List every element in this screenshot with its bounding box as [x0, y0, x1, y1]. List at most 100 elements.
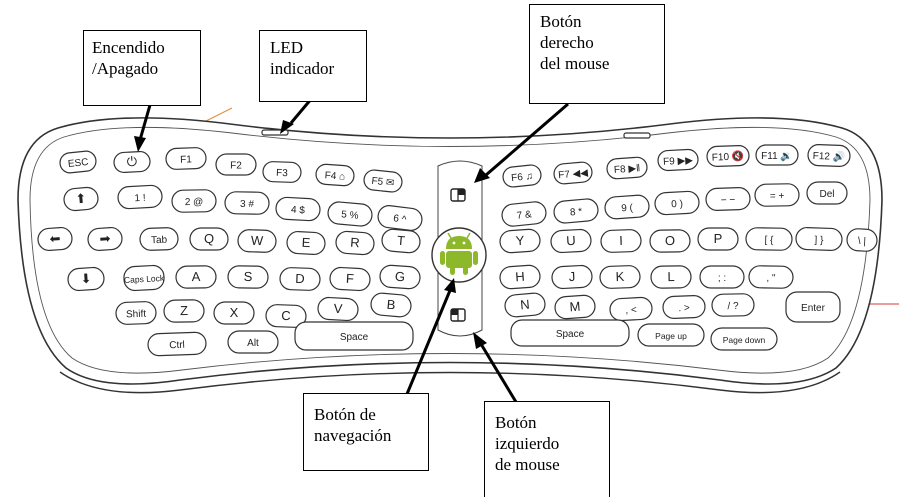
key-cap[interactable] [237, 229, 277, 253]
key-m[interactable]: M [554, 294, 596, 320]
key-cap[interactable] [123, 264, 165, 292]
key-cap[interactable] [286, 230, 326, 256]
key-cap[interactable] [637, 323, 705, 347]
key-k1[interactable]: 1 ! [117, 184, 163, 210]
key-cap[interactable] [381, 228, 421, 254]
key-cap[interactable] [59, 150, 97, 174]
key-k2[interactable]: 2 @ [171, 189, 217, 213]
key-cap[interactable] [806, 181, 848, 205]
key-f6[interactable]: F6 ♫ [502, 164, 542, 188]
key-caps[interactable]: Caps Lock [123, 264, 165, 292]
key-cap[interactable] [846, 228, 878, 252]
key-b[interactable]: B [370, 292, 412, 318]
key-f9[interactable]: F9 ▶▶ [657, 148, 699, 172]
key-power[interactable]: ⏻ [113, 150, 151, 174]
key-cap[interactable] [499, 228, 541, 254]
key-cap[interactable] [213, 301, 255, 325]
key-x[interactable]: X [213, 301, 255, 325]
key-k5[interactable]: 5 % [327, 201, 373, 227]
key-y[interactable]: Y [499, 228, 541, 254]
key-cap[interactable] [224, 191, 270, 215]
key-w[interactable]: W [237, 229, 277, 253]
key-cap[interactable] [363, 169, 403, 193]
key-k7[interactable]: 7 & [501, 201, 547, 227]
key-cap[interactable] [279, 267, 321, 291]
key-right[interactable]: ➡ [87, 226, 123, 252]
key-k0[interactable]: 0 ) [654, 190, 700, 216]
key-shift[interactable]: Shift [115, 301, 157, 325]
key-cap[interactable] [139, 227, 179, 251]
key-cap[interactable] [117, 184, 163, 210]
key-down[interactable]: ⬇ [67, 266, 105, 292]
key-lbracket[interactable]: [ { [745, 227, 793, 251]
key-cap[interactable] [662, 295, 706, 319]
key-pagedown[interactable]: Page down [710, 327, 778, 351]
key-cap[interactable] [697, 227, 739, 251]
key-backslash[interactable]: \ | [846, 228, 878, 252]
key-h[interactable]: H [499, 264, 541, 290]
key-f4[interactable]: F4 ⌂ [315, 163, 355, 187]
key-cap[interactable] [262, 161, 302, 183]
key-k3[interactable]: 3 # [224, 191, 270, 215]
key-l[interactable]: L [650, 265, 692, 289]
key-cap[interactable] [606, 156, 648, 180]
key-cap[interactable] [649, 229, 691, 253]
key-f1[interactable]: F1 [165, 147, 207, 170]
key-z[interactable]: Z [163, 299, 205, 323]
key-cap[interactable] [215, 153, 257, 176]
key-cap[interactable] [317, 296, 359, 322]
key-minus[interactable]: − − [705, 187, 751, 211]
key-k6[interactable]: 6 ^ [377, 204, 423, 231]
key-cap[interactable] [699, 265, 745, 289]
key-f5[interactable]: F5 ✉ [363, 169, 403, 193]
key-f8[interactable]: F8 ▶‖ [606, 156, 648, 180]
key-cap[interactable] [504, 292, 546, 318]
key-i[interactable]: I [600, 229, 642, 253]
key-cap[interactable] [499, 264, 541, 290]
navigation-button[interactable] [431, 227, 487, 283]
key-cap[interactable] [650, 265, 692, 289]
key-cap[interactable] [315, 163, 355, 187]
key-cap[interactable] [67, 266, 105, 292]
key-a[interactable]: A [175, 265, 217, 289]
key-cap[interactable] [63, 186, 99, 212]
key-cap[interactable] [171, 189, 217, 213]
key-cap[interactable] [227, 265, 269, 289]
key-k9[interactable]: 9 ( [604, 194, 650, 220]
key-cap[interactable] [265, 304, 307, 328]
key-cap[interactable] [706, 145, 750, 167]
key-cap[interactable] [165, 147, 207, 170]
key-rbracket[interactable]: ] } [795, 226, 843, 252]
key-cap[interactable] [227, 330, 279, 354]
key-cap[interactable] [189, 227, 229, 251]
key-cap[interactable] [377, 204, 423, 231]
key-f12[interactable]: F12 🔊 [807, 144, 851, 167]
key-f11[interactable]: F11 🔉 [755, 144, 799, 166]
key-cap[interactable] [745, 227, 793, 251]
key-semicolon[interactable]: ; : [699, 265, 745, 289]
key-esc[interactable]: ESC [59, 150, 97, 174]
key-cap[interactable] [795, 226, 843, 252]
key-cap[interactable] [175, 265, 217, 289]
key-f[interactable]: F [329, 266, 371, 292]
key-cap[interactable] [501, 201, 547, 227]
key-left[interactable]: ⬅ [37, 226, 73, 252]
key-cap[interactable] [335, 230, 375, 256]
key-u[interactable]: U [550, 228, 592, 254]
key-j[interactable]: J [551, 264, 593, 290]
key-equal[interactable]: = + [754, 183, 800, 207]
key-comma[interactable]: , < [609, 296, 653, 322]
key-s[interactable]: S [227, 265, 269, 289]
key-n[interactable]: N [504, 292, 546, 318]
key-pageup[interactable]: Page up [637, 323, 705, 347]
key-up[interactable]: ⬆ [63, 186, 99, 212]
key-cap[interactable] [754, 183, 800, 207]
key-g[interactable]: G [379, 264, 421, 290]
right-mouse-button[interactable] [450, 188, 466, 202]
key-period[interactable]: . > [662, 295, 706, 319]
key-alt[interactable]: Alt [227, 330, 279, 354]
key-c[interactable]: C [265, 304, 307, 328]
key-cap[interactable] [755, 144, 799, 166]
key-space-left[interactable]: Space [294, 321, 414, 351]
key-f10[interactable]: F10 🔇 [706, 145, 750, 167]
